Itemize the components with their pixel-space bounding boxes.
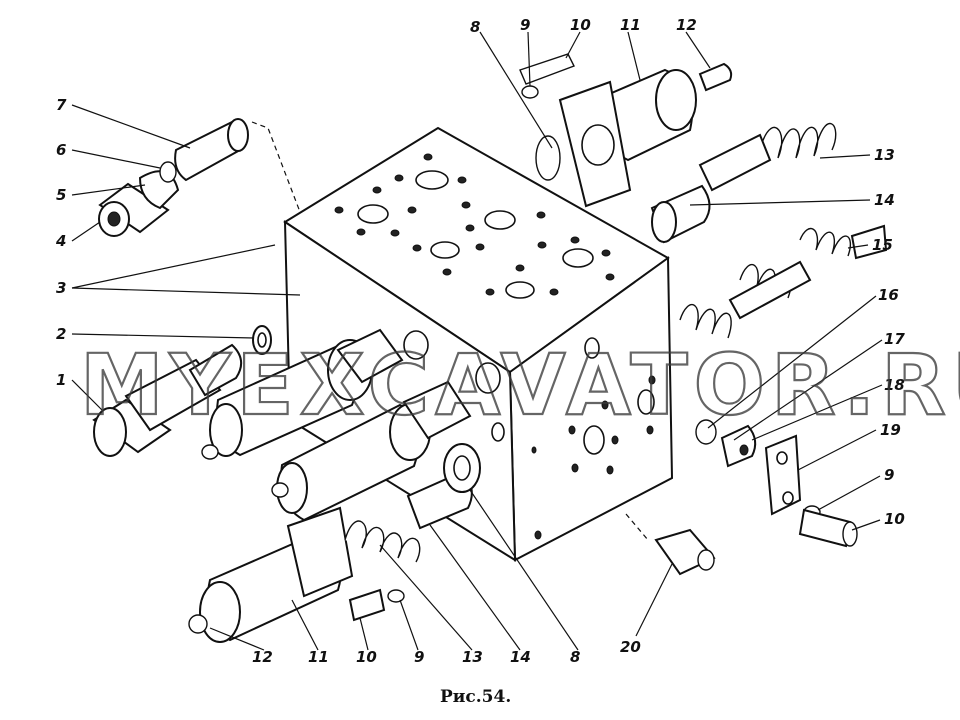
callout-6: 6	[56, 141, 66, 159]
callout-14-bottom: 14	[510, 648, 531, 666]
callout-2: 2	[56, 325, 66, 343]
callout-10-top: 10	[570, 16, 591, 34]
callout-8-top: 8	[470, 18, 480, 36]
callout-5: 5	[56, 186, 66, 204]
left-face-ports	[403, 330, 505, 442]
callout-labels: 7 6 5 4 3 2 1 8 9 10 11 12 13 14 15 16 1…	[55, 16, 905, 666]
bottom-solenoid-assembly	[188, 443, 481, 643]
callout-7: 7	[56, 96, 67, 114]
right-spool-assemblies	[650, 122, 888, 339]
solenoid-cylinders-left	[201, 328, 472, 522]
left-plug-assembly	[92, 325, 272, 457]
callout-15: 15	[872, 236, 893, 254]
right-small-parts	[695, 419, 858, 548]
fitting-20	[625, 513, 716, 576]
callout-9-top: 9	[520, 16, 530, 34]
callout-4: 4	[55, 232, 66, 250]
top-left-plug-assembly	[98, 118, 301, 237]
callout-12-top: 12	[676, 16, 697, 34]
callout-14-right: 14	[874, 191, 895, 209]
watermark: MYEXCAVATOR.RU	[80, 336, 960, 434]
callout-13-bottom: 13	[462, 648, 483, 666]
callout-9-right: 9	[884, 466, 894, 484]
leader-lines	[71, 31, 883, 651]
callout-3: 3	[56, 279, 66, 297]
callout-20: 20	[620, 638, 641, 656]
callout-8-bottom: 8	[570, 648, 580, 666]
callout-10-bottom: 10	[356, 648, 377, 666]
callout-1: 1	[56, 371, 66, 389]
callout-9-bottom: 9	[414, 648, 424, 666]
top-face-ports	[334, 153, 615, 299]
callout-16: 16	[878, 286, 899, 304]
callout-17: 17	[884, 330, 905, 348]
callout-12-bottom: 12	[252, 648, 273, 666]
callout-11-bottom: 11	[308, 648, 329, 666]
callout-10-right: 10	[884, 510, 905, 528]
callout-11-top: 11	[620, 16, 641, 34]
callout-18: 18	[884, 376, 905, 394]
callout-19: 19	[880, 421, 901, 439]
figure-caption: Рис.54.	[440, 687, 511, 707]
right-face-ports	[531, 337, 656, 540]
callout-13-right: 13	[874, 146, 895, 164]
top-solenoid-assembly	[519, 53, 733, 208]
